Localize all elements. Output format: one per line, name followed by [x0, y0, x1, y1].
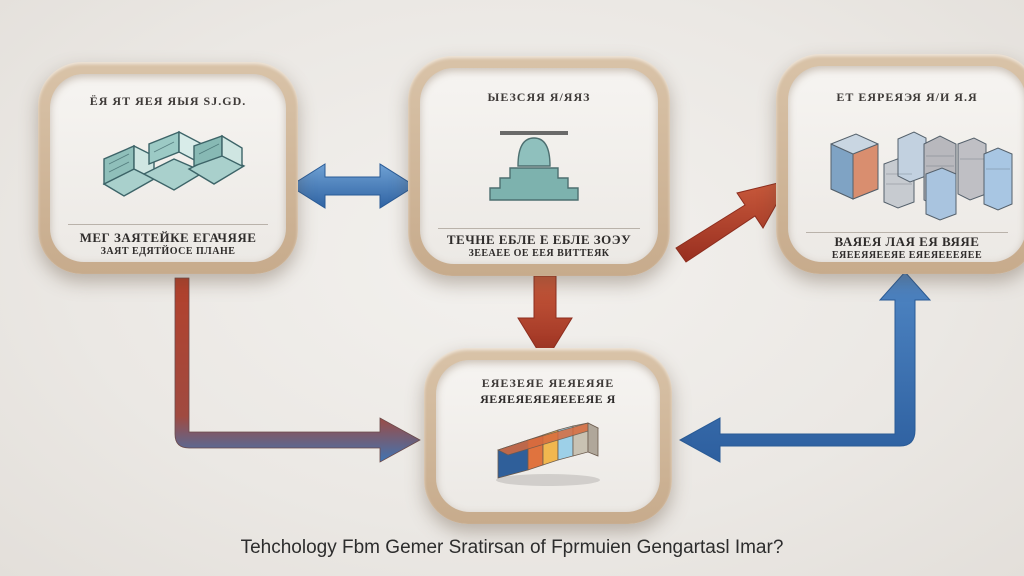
divider [806, 232, 1008, 233]
building-blocks-icon [102, 130, 246, 197]
bidirectional-arrow [289, 163, 416, 209]
node-caption: ТЕЧНЕ ЕБЛЕ Е ЕБЛЕ ЗОЭУ [446, 232, 632, 247]
node-inner: ЁЯ ЯТ ЯЕЯ ЯЫЯ SJ.GD. МЕГ ЗАЯТЕЙКЕ ЕГАЧЯЯ… [50, 74, 286, 262]
node-caption-secondary: ЗЕЕАЕЕ ОЕ ЕЕЯ ВИТТЕЯК [468, 248, 610, 259]
divider [438, 228, 640, 229]
node-caption-secondary: ЕЯЕЕЯЯЕЕЯЕ ЕЯЕЯЕЕЕЯЕЕ [831, 250, 983, 261]
diagram-footer-title: Tehchology Fbm Gemer Sratirsan of Fprmui… [240, 537, 784, 558]
node-top-left: ЁЯ ЯТ ЯЕЯ ЯЫЯ SJ.GD. МЕГ ЗАЯТЕЙКЕ ЕГАЧЯЯ… [38, 62, 298, 274]
node-bottom-middle: ЕЯЕЗЕЯЕ ЯЕЯЕЯЯЕ ЯЕЯЕЯЕЯЕЯЕЕЕЯЕ Я [424, 348, 672, 524]
node-top-middle: ЫЕЗСЯЯ Я/ЯЯЗ ТЕЧНЕ ЕБЛЕ Е ЕБЛЕ ЗОЭУ ЗЕЕА… [408, 56, 670, 276]
node-title: ЁЯ ЯТ ЯЕЯ ЯЫЯ SJ.GD. [89, 94, 247, 108]
node-title: ЫЕЗСЯЯ Я/ЯЯЗ [487, 90, 591, 104]
node-caption-secondary: ЗАЯТ ЕДЯТЙОСЕ ПЛАНЕ [100, 246, 236, 257]
colorful-block-icon [496, 422, 600, 486]
red-diagonal-arrow [675, 179, 792, 263]
dome-building-icon [489, 131, 579, 201]
node-inner: ЕЯЕЗЕЯЕ ЯЕЯЕЯЯЕ ЯЕЯЕЯЕЯЕЯЕЕЕЯЕ Я [436, 360, 660, 512]
node-title: ЕЯЕЗЕЯЕ ЯЕЯЕЯЯЕ [481, 376, 615, 390]
node-caption: МЕГ ЗАЯТЕЙКЕ ЕГАЧЯЯЕ [79, 230, 257, 245]
right-elbow-arrow [678, 271, 932, 463]
server-blocks-icon [830, 131, 1013, 221]
red-down-arrow [517, 275, 573, 363]
node-caption: ВАЯЕЯ ЛАЯ ЕЯ ВЯЯЕ [834, 234, 980, 249]
divider [68, 224, 268, 225]
node-top-right: ЕТ ЕЯРЕЯЭЯ Я/И Я.Я ВАЯЕЯ ЛАЯ ЕЯ ВЯЯЕ ЕЯЕ… [776, 54, 1024, 274]
node-title: ЕТ ЕЯРЕЯЭЯ Я/И Я.Я [836, 90, 978, 104]
node-inner: ЕТ ЕЯРЕЯЭЯ Я/И Я.Я ВАЯЕЯ ЛАЯ ЕЯ ВЯЯЕ ЕЯЕ… [788, 66, 1024, 262]
left-elbow-arrow [174, 277, 421, 463]
node-inner: ЫЕЗСЯЯ Я/ЯЯЗ ТЕЧНЕ ЕБЛЕ Е ЕБЛЕ ЗОЭУ ЗЕЕА… [420, 68, 658, 264]
node-caption: ЯЕЯЕЯЕЯЕЯЕЕЕЯЕ Я [480, 392, 616, 406]
